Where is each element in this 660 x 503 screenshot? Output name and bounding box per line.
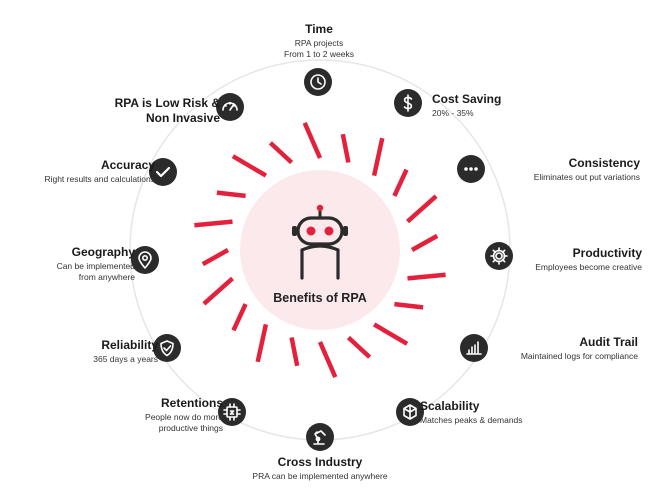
sunburst-ray	[231, 303, 248, 332]
benefit-description: RPA projects From 1 to 2 weeks	[284, 38, 354, 59]
benefit-title: Audit Trail	[579, 335, 638, 349]
sunburst-ray	[231, 154, 268, 178]
benefit-title: Cost Saving	[432, 92, 502, 106]
check-icon	[155, 166, 171, 178]
benefit-title: Cross Industry	[277, 455, 363, 469]
sunburst-ray	[317, 341, 338, 378]
node-audit	[460, 334, 488, 362]
location-pin-icon	[138, 251, 152, 269]
node-geography	[131, 246, 159, 274]
sunburst-ray	[255, 323, 269, 363]
benefit-description: Eliminates out put variations	[533, 172, 640, 182]
node-risk	[216, 93, 244, 121]
sunburst-ray	[216, 190, 246, 199]
gear-icon	[490, 247, 508, 265]
benefit-title: Productivity	[572, 246, 642, 260]
benefit-title: Time	[305, 22, 333, 36]
sunburst-ray	[410, 233, 439, 252]
sunburst-ray	[268, 141, 294, 165]
benefit-nodes	[131, 68, 513, 451]
benefit-risk: RPA is Low Risk & Non Invasive	[80, 96, 220, 126]
gauge-icon	[222, 101, 238, 111]
benefit-description: People now do more productive things	[145, 412, 223, 433]
benefit-title: Geography	[71, 245, 135, 259]
benefit-description: Maintained logs for compliance	[520, 351, 638, 361]
node-consistency	[457, 155, 485, 183]
sunburst-rays	[194, 122, 446, 378]
node-circle	[460, 334, 488, 362]
sunburst-ray	[406, 194, 438, 224]
sunburst-ray	[407, 272, 446, 281]
benefit-reliability: Reliability 365 days a years	[50, 338, 158, 365]
dollar-icon	[403, 94, 413, 112]
sunburst-ray	[372, 322, 409, 346]
center-title: Benefits of RPA	[273, 291, 367, 305]
benefit-title: Reliability	[101, 338, 158, 352]
benefit-description: Matches peaks & demands	[420, 415, 523, 425]
benefit-description: Right results and calculations	[44, 174, 155, 184]
benefit-title: Accuracy	[100, 158, 155, 172]
sunburst-ray	[346, 335, 372, 359]
node-cross	[306, 423, 334, 451]
benefit-description: PRA can be implemented anywhere	[252, 471, 388, 481]
robot-arm-icon	[313, 430, 326, 445]
benefit-title: Retentions	[160, 396, 223, 410]
bar-chart-icon	[466, 341, 482, 355]
node-circle	[149, 158, 177, 186]
benefit-description: Employees become creative	[535, 262, 642, 272]
node-productivity	[485, 242, 513, 270]
sunburst-ray	[340, 133, 351, 163]
benefit-description: Can be implemented from anywhere	[56, 261, 135, 282]
node-circle	[306, 423, 334, 451]
sunburst-ray	[194, 219, 233, 228]
node-accuracy	[149, 158, 177, 186]
robot-icon	[292, 204, 348, 280]
sunburst-ray	[202, 276, 234, 306]
clock-icon	[310, 74, 326, 90]
sunburst-ray	[289, 337, 300, 367]
benefit-title: Consistency	[568, 156, 640, 170]
cube-icon	[403, 404, 417, 420]
node-circle	[485, 242, 513, 270]
benefit-cost: Cost Saving 20% - 35%	[432, 92, 552, 119]
dots-icon	[464, 167, 478, 171]
sunburst-ray	[394, 301, 424, 310]
benefit-description: 20% - 35%	[432, 108, 474, 118]
center-circle	[240, 170, 400, 330]
sunburst-ray	[201, 248, 230, 267]
node-circle	[153, 334, 181, 362]
benefit-description: 365 days a years	[93, 354, 158, 364]
chip-icon	[223, 403, 241, 421]
sunburst-ray	[371, 137, 385, 177]
node-circle	[216, 93, 244, 121]
node-retentions	[218, 398, 246, 426]
sunburst-ray	[392, 168, 409, 197]
node-scalability	[396, 398, 424, 426]
benefit-title: Scalability	[420, 399, 480, 413]
shield-check-icon	[160, 340, 174, 357]
node-time	[304, 68, 332, 96]
node-reliability	[153, 334, 181, 362]
sunburst-ray	[302, 122, 323, 159]
node-cost	[394, 89, 422, 117]
benefit-title: RPA is Low Risk & Non Invasive	[114, 96, 220, 125]
